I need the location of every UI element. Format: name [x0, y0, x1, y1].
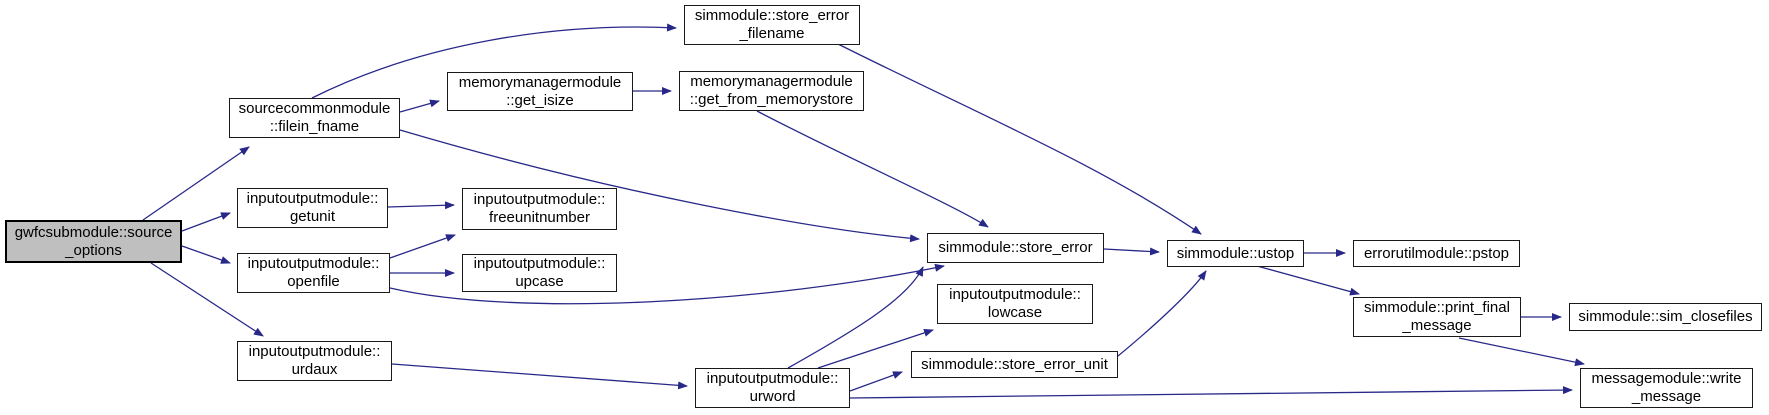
edge-urdaux-urword [391, 363, 688, 390]
node-errorutilmodule-pstop[interactable]: errorutilmodule::pstop [1353, 240, 1520, 267]
node-label: messagemodule::write [1591, 370, 1742, 387]
node-label: errorutilmodule::pstop [1363, 244, 1510, 262]
node-label: inputoutputmodule:: [706, 370, 839, 387]
node-label: getunit [289, 208, 336, 225]
node-label: ::get_from_memorystore [689, 91, 854, 108]
node-simmodule-sim_closefiles[interactable]: simmodule::sim_closefiles [1569, 303, 1762, 331]
node-label: _message [1631, 388, 1702, 405]
node-label: urdaux [291, 361, 338, 378]
node-label: inputoutputmodule:: [246, 190, 379, 207]
edge-source_options-urdaux [150, 262, 264, 337]
edge-openfile-store_error [389, 263, 945, 305]
node-inputoutputmodule-urdaux[interactable]: inputoutputmodule:: urdaux [237, 341, 392, 381]
edge-urword-write_message [849, 386, 1573, 399]
edge-source_options-getunit [181, 212, 231, 232]
node-label: simmodule::store_error_unit [921, 355, 1108, 373]
edge-store_error_unit-ustop [1117, 270, 1207, 357]
node-simmodule-ustop[interactable]: simmodule::ustop [1167, 240, 1304, 267]
edge-openfile-freeunitnumber [389, 234, 456, 259]
node-simmodule-print_final_message[interactable]: simmodule::print_final _message [1353, 297, 1521, 337]
node-label: simmodule::ustop [1176, 244, 1295, 262]
node-label: simmodule::sim_closefiles [1578, 308, 1753, 325]
edge-getunit-freeunitnumber [387, 201, 455, 210]
node-label: inputoutputmodule:: [247, 255, 380, 272]
edge-ustop-print_final_message [1256, 265, 1360, 296]
node-label: _message [1402, 317, 1472, 334]
edge-urword-lowcase [817, 329, 934, 369]
node-label: _options [65, 241, 122, 259]
edge-print_final_message-write_message [1458, 337, 1585, 367]
node-inputoutputmodule-lowcase[interactable]: inputoutputmodule:: lowcase [937, 284, 1093, 324]
edge-filein_fname-store_error [399, 129, 920, 243]
edge-urword-store_error_unit [849, 371, 903, 392]
node-label: freeunitnumber [489, 209, 590, 226]
node-label: simmodule::print_final [1364, 299, 1510, 316]
node-label: inputoutputmodule:: [248, 343, 381, 360]
node-label: lowcase [987, 304, 1043, 321]
node-label: gwfcsubmodule::source [14, 223, 173, 241]
node-label: upcase [515, 273, 564, 290]
edge-store_error-ustop [1103, 247, 1160, 256]
node-label: ::filein_fname [269, 118, 360, 135]
edge-filein_fname-store_error_filename [311, 23, 677, 99]
node-memorymanagermodule-get_from_memorystore[interactable]: memorymanagermodule ::get_from_memorysto… [679, 71, 864, 111]
node-simmodule-store_error_filename[interactable]: simmodule::store_error _filename [684, 5, 860, 45]
node-label: simmodule::store_error [938, 239, 1093, 256]
edge-get_from_memorystore-store_error [756, 110, 989, 228]
edge-urword-store_error [787, 266, 924, 369]
node-label: memorymanagermodule [458, 73, 622, 91]
node-memorymanagermodule-get_isize[interactable]: memorymanagermodule ::get_isize [447, 72, 633, 111]
node-sourcecommonmodule-filein_fname[interactable]: sourcecommonmodule ::filein_fname [229, 98, 400, 138]
node-label: ::get_isize [506, 91, 574, 109]
node-gwfcsubmodule-source_options[interactable]: gwfcsubmodule::source _options [5, 220, 182, 263]
edge-store_error_filename-ustop [837, 43, 1202, 235]
node-label: memorymanagermodule [690, 73, 853, 90]
node-messagemodule-write_message[interactable]: messagemodule::write _message [1580, 368, 1753, 408]
edge-source_options-openfile [181, 245, 231, 264]
node-inputoutputmodule-freeunitnumber[interactable]: inputoutputmodule:: freeunitnumber [462, 188, 617, 230]
node-label: inputoutputmodule:: [473, 191, 606, 208]
node-label: inputoutputmodule:: [949, 286, 1081, 303]
node-simmodule-store_error_unit[interactable]: simmodule::store_error_unit [911, 351, 1118, 378]
node-label: sourcecommonmodule [238, 100, 391, 117]
node-inputoutputmodule-openfile[interactable]: inputoutputmodule:: openfile [237, 253, 390, 293]
node-inputoutputmodule-upcase[interactable]: inputoutputmodule:: upcase [462, 254, 617, 292]
node-inputoutputmodule-urword[interactable]: inputoutputmodule:: urword [695, 368, 850, 408]
node-simmodule-store_error[interactable]: simmodule::store_error [927, 233, 1104, 263]
node-label: simmodule::store_error [694, 7, 850, 24]
node-label: openfile [287, 273, 340, 290]
node-label: urword [749, 388, 796, 405]
node-inputoutputmodule-getunit[interactable]: inputoutputmodule:: getunit [237, 188, 388, 228]
node-label: _filename [739, 25, 805, 42]
edge-source_options-filein_fname [142, 146, 250, 221]
edge-filein_fname-get_isize [399, 99, 440, 113]
node-label: inputoutputmodule:: [473, 255, 606, 272]
